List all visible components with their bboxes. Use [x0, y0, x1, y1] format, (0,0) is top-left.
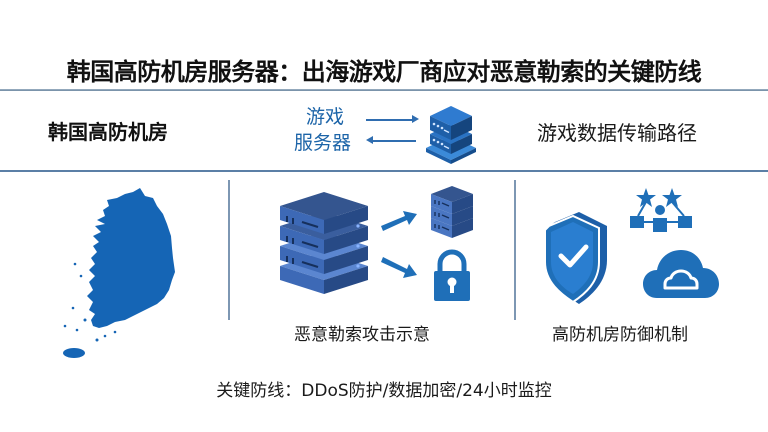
- band-divider: [0, 170, 768, 172]
- south-korea-map-icon: [63, 188, 175, 358]
- game-server-label: 游戏 服务器: [294, 104, 351, 156]
- title-divider: [0, 89, 768, 91]
- arrow-icon: [381, 211, 417, 231]
- server-stack-icon: [431, 186, 473, 238]
- arrow-icon: [381, 257, 417, 278]
- game-server-label-line2: 服务器: [294, 132, 352, 154]
- panel-divider-2: [514, 180, 516, 320]
- cloud-icon: [643, 250, 719, 298]
- band-right-label: 游戏数据传输路径: [537, 121, 697, 145]
- ransomware-caption: 恶意勒索攻击示意: [294, 325, 430, 345]
- server-stack-icon: [426, 106, 476, 164]
- defense-caption: 高防机房防御机制: [552, 325, 688, 345]
- game-server-label-line1: 游戏: [306, 106, 345, 128]
- network-hierarchy-icon: [630, 188, 692, 232]
- panel-divider-1: [228, 180, 230, 320]
- page-title: 韩国高防机房服务器：出海游戏厂商应对恶意勒索的关键防线: [66, 58, 702, 86]
- shield-check-icon: [544, 212, 607, 304]
- footer-key-defenses: 关键防线：DDoS防护/数据加密/24小时监控: [216, 381, 552, 401]
- server-stack-icon: [280, 192, 368, 294]
- band-left-label: 韩国高防机房: [48, 120, 168, 144]
- lock-icon: [434, 249, 470, 301]
